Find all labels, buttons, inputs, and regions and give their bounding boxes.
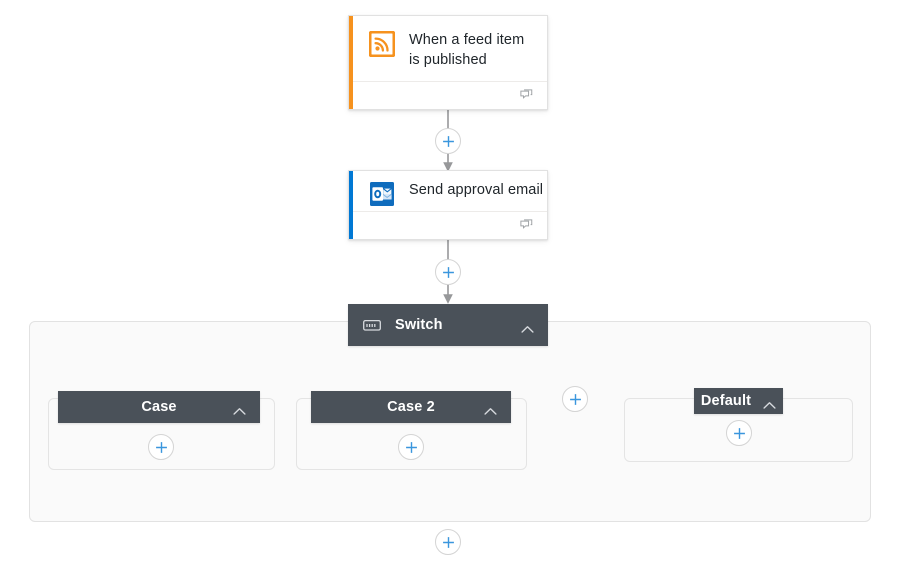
add-step-in-case-1[interactable] <box>148 434 174 460</box>
case-2-title: Case 2 <box>387 399 435 415</box>
add-case[interactable] <box>562 386 588 412</box>
switch-title: Switch <box>395 317 443 333</box>
chevron-up-icon[interactable] <box>484 403 497 415</box>
switch-icon <box>363 319 381 332</box>
rss-icon <box>368 30 396 58</box>
case-1-header[interactable]: Case <box>58 391 260 423</box>
comment-icon[interactable] <box>519 88 534 103</box>
add-step-in-default[interactable] <box>726 420 752 446</box>
trigger-card-body: When a feed item is published <box>353 16 547 83</box>
add-step-after-action[interactable] <box>435 259 461 285</box>
trigger-card-footer <box>353 81 547 109</box>
case-1-title: Case <box>141 399 177 415</box>
default-case-title: Default <box>700 393 752 409</box>
add-step-after-trigger[interactable] <box>435 128 461 154</box>
action-card-body: Send approval email <box>353 171 547 213</box>
add-step-in-case-2[interactable] <box>398 434 424 460</box>
action-card-send-approval-email[interactable]: Send approval email <box>348 170 548 240</box>
comment-icon[interactable] <box>519 218 534 233</box>
action-accent-bar <box>349 171 353 239</box>
action-card-title: Send approval email <box>409 182 544 198</box>
trigger-card-when-a-feed-item-is-published[interactable]: When a feed item is published <box>348 15 548 110</box>
trigger-card-title: When a feed item is published <box>409 32 525 68</box>
outlook-icon <box>369 181 395 207</box>
chevron-up-icon[interactable] <box>763 397 776 409</box>
case-2-header[interactable]: Case 2 <box>311 391 511 423</box>
default-case-header[interactable]: Default <box>694 388 783 414</box>
switch-header[interactable]: Switch <box>348 304 548 346</box>
action-card-footer <box>353 211 547 239</box>
chevron-up-icon[interactable] <box>233 403 246 415</box>
trigger-accent-bar <box>349 16 353 109</box>
add-step-after-switch[interactable] <box>435 529 461 555</box>
chevron-up-icon[interactable] <box>521 321 534 333</box>
